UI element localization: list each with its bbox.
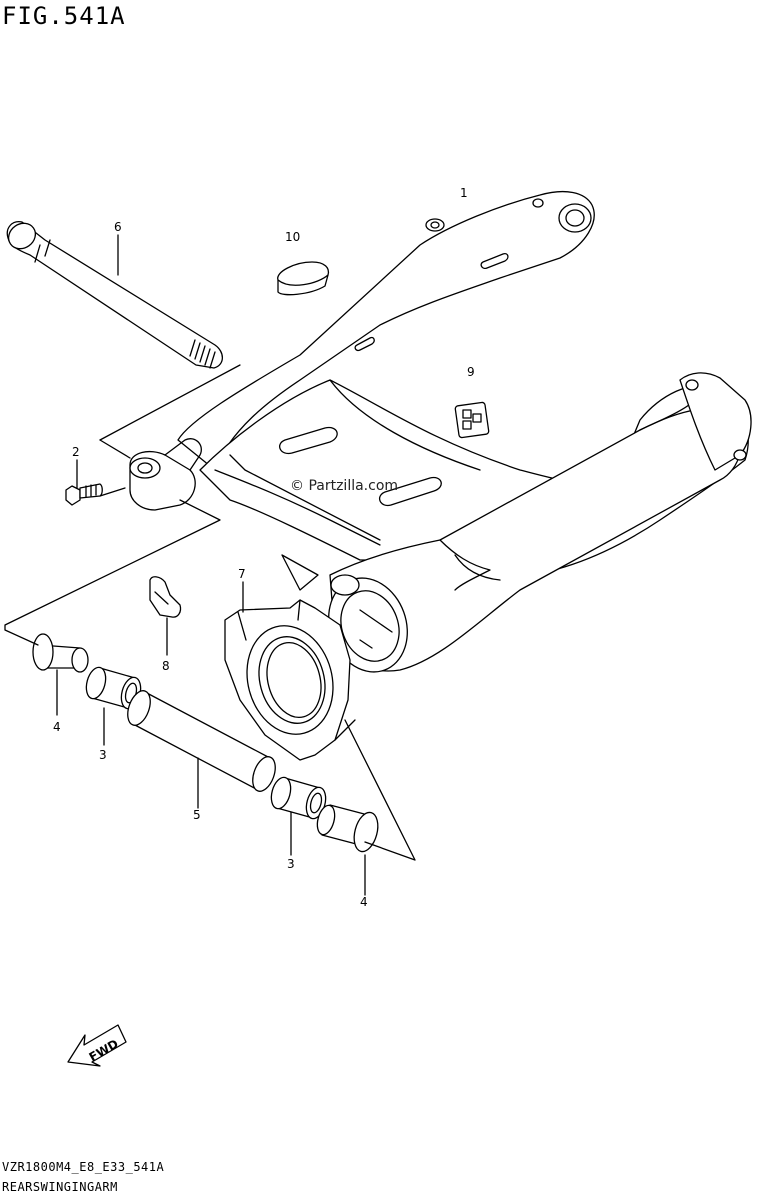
callout-9: 9 [467,365,475,379]
bolt-part-2 [65,483,103,506]
watermark-text: © Partzilla.com [290,478,398,494]
callout-6: 6 [114,220,122,234]
callout-7: 7 [238,567,246,581]
diagram-code: VZR1800M4_E8_E33_541A [2,1160,165,1174]
pivot-shaft-part-6 [6,221,224,369]
callout-2: 2 [72,445,80,459]
callout-labels: 1 2 3 3 4 4 5 6 7 8 9 10 [53,186,475,909]
callout-8: 8 [162,659,170,673]
swingarm-part-1 [129,191,752,673]
callout-1: 1 [460,186,468,200]
figure-title: FIG.541A [2,2,126,30]
oil-seal-part-4-left [32,633,89,673]
seal-plate-part-7 [224,599,351,761]
spacer-part-5 [127,690,276,792]
callout-3-right: 3 [287,857,295,871]
guide-lines [4,364,416,861]
oil-seal-part-4-right [316,804,379,853]
fwd-arrow-icon: FWD [67,1024,127,1067]
diagram-name: REARSWINGINGARM [2,1180,118,1194]
callout-5: 5 [193,808,201,822]
rubber-part-10 [277,261,330,296]
callout-10: 10 [285,230,300,244]
callout-leaders [56,234,366,896]
bearing-part-3-right [270,776,327,820]
callout-4-left: 4 [53,720,61,734]
callout-4-right: 4 [360,895,368,909]
plate-part-8 [149,576,182,618]
callout-3-left: 3 [99,748,107,762]
